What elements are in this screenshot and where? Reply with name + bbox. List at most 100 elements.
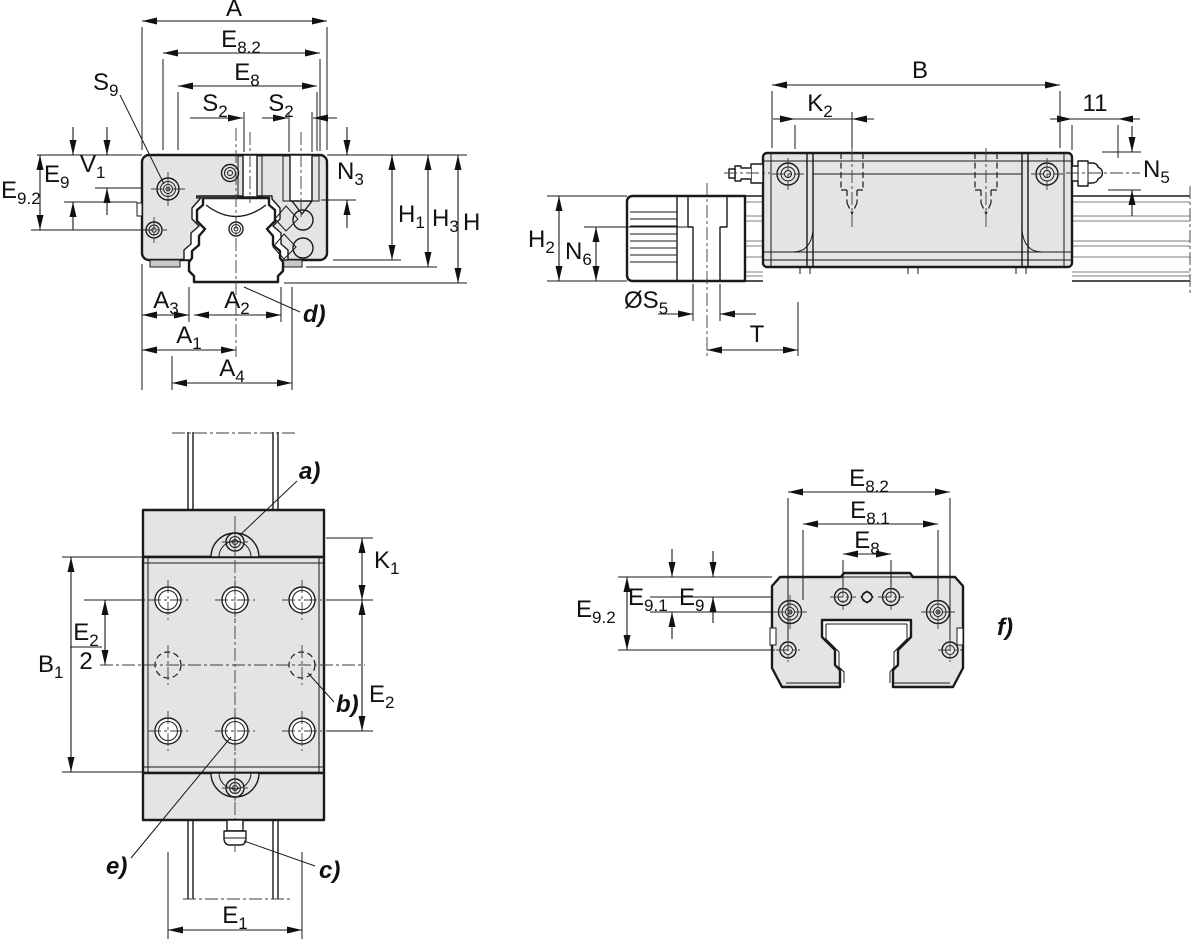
- dim-label-A3: A3: [153, 287, 178, 318]
- dim-E2-half: E2 2: [70, 599, 145, 675]
- dim-E8-end: E8: [842, 527, 892, 586]
- grease-nipple-right: [1066, 160, 1140, 187]
- callout-label-c: c): [319, 857, 340, 884]
- dim-E8.2-end: E8.2: [787, 465, 951, 640]
- dim-label-E8-end: E8: [854, 527, 879, 558]
- dim-label-B: B: [912, 57, 928, 84]
- dim-label-N3: N3: [337, 158, 364, 189]
- dim-E2: E2: [326, 600, 394, 732]
- dim-label-E2-half-denominator: 2: [79, 648, 92, 675]
- s9-screw-icon: [151, 172, 185, 206]
- callout-label-b: b): [336, 691, 359, 718]
- dim-label-H1: H1: [398, 201, 425, 232]
- grease-nipple-left: [724, 163, 770, 184]
- dim-N3: N3: [321, 127, 364, 228]
- dim-label-H3: H3: [432, 205, 459, 236]
- callout-label-a: a): [299, 458, 320, 485]
- dim-N6: N6: [565, 226, 688, 281]
- dim-A4: A4: [172, 355, 292, 387]
- dim-label-N6: N6: [565, 238, 592, 269]
- end-view: E8.2 E8.1 E8 E9 E9.1 E9.2 f): [576, 465, 1013, 689]
- callout-label-f: f): [997, 614, 1013, 641]
- side-notch-left: [769, 627, 777, 646]
- end-cap-screw-right: [1031, 158, 1063, 190]
- seal-strip-left: [149, 259, 181, 268]
- dim-label-H2: H2: [528, 226, 555, 257]
- dim-A2: A2: [194, 287, 281, 319]
- dim-E8: E8: [177, 59, 318, 151]
- dim-label-E2-half-numerator: E2: [73, 619, 98, 650]
- bottom-screw-left: [776, 638, 800, 662]
- front-block-body: [136, 128, 329, 302]
- hole-center-lines: [249, 132, 302, 218]
- callout-c: c): [243, 840, 340, 884]
- top-block-body: [100, 508, 365, 852]
- dim-label-H: H: [463, 209, 480, 236]
- bottom-screw-right: [938, 638, 962, 662]
- top-rail-below: [183, 820, 292, 900]
- dim-E9.2-end: E9.2: [576, 577, 631, 650]
- rail-cross-section: [625, 183, 747, 357]
- reference-edge-notch: [136, 202, 143, 217]
- dim-E9: E9: [44, 127, 137, 230]
- inner-screw-right: [878, 584, 904, 610]
- top-view: a) K1 E2 E2 2 B1 b) e: [38, 432, 399, 939]
- top-center-screw-icon: [220, 163, 240, 183]
- dim-label-A2: A2: [224, 287, 249, 318]
- dim-label-E8: E8: [234, 59, 259, 90]
- side-view: B K2 11 N5 H2 N: [528, 57, 1191, 357]
- callout-e: e): [106, 736, 232, 880]
- callout-S9: S9: [93, 69, 165, 185]
- dim-label-K2: K2: [807, 90, 832, 121]
- dim-label-E9.2-end: E9.2: [576, 596, 616, 627]
- dim-A: A: [141, 0, 328, 150]
- dim-label-B1: B1: [38, 651, 63, 682]
- callout-d: d): [243, 286, 326, 328]
- dim-K1: K1: [326, 537, 399, 601]
- dim-E9.2: E9.2: [1, 155, 149, 231]
- dim-S2-left: S2: [190, 90, 245, 152]
- outer-screw-left: [773, 595, 807, 629]
- dim-label-A4: A4: [219, 355, 244, 386]
- dim-E8.2: E8.2: [162, 26, 321, 151]
- lube-hole-dashed-right: [974, 148, 998, 230]
- lube-hole-dashed-left: [840, 148, 864, 230]
- bottom-extension-lines: [141, 264, 293, 390]
- dim-A3: A3: [142, 287, 189, 319]
- dim-label-N5: N5: [1143, 156, 1170, 187]
- dim-label-E1: E1: [222, 902, 247, 933]
- dim-E9.1-end: E9.1: [628, 549, 676, 639]
- callout-label-e: e): [106, 853, 127, 880]
- dim-S2-right: S2: [262, 90, 337, 152]
- dim-S5: ØS5: [624, 284, 756, 321]
- dim-label-E9.2: E9.2: [1, 177, 41, 208]
- dim-H1: H1: [333, 155, 425, 261]
- dim-E1: E1: [167, 852, 303, 939]
- dim-label-E9.1-end: E9.1: [628, 584, 668, 615]
- end-cap-body: [769, 571, 965, 689]
- grease-nipple-bottom: [223, 819, 247, 846]
- dim-label-E2: E2: [369, 681, 394, 712]
- ball-circles: [272, 205, 314, 260]
- dim-H2: H2: [528, 195, 627, 282]
- dim-label-11: 11: [1083, 90, 1108, 117]
- end-dimensions: E8.2 E8.1 E8 E9 E9.1 E9.2 f): [576, 465, 1013, 651]
- dim-label-S5: ØS5: [624, 287, 668, 318]
- callout-b: b): [307, 672, 359, 718]
- dim-label-S9: S9: [93, 69, 118, 100]
- dim-E9-end: E9: [679, 551, 717, 623]
- dim-K2: K2: [773, 90, 874, 149]
- mounting-holes-row3: [148, 711, 322, 751]
- dim-label-V1: V1: [80, 151, 105, 182]
- front-view: A E8.2 E8 S2 S2 S9: [1, 0, 480, 390]
- dim-label-E8.2-end: E8.2: [849, 465, 889, 496]
- callout-a: a): [239, 458, 320, 536]
- dim-label-E9: E9: [44, 161, 69, 192]
- front-dimensions: A E8.2 E8 S2 S2 S9: [1, 0, 480, 390]
- side-dimensions: B K2 11 N5 H2 N: [528, 57, 1170, 356]
- dim-label-S2-left: S2: [202, 90, 227, 121]
- dim-11: 11: [1050, 90, 1140, 158]
- dim-label-E8.2: E8.2: [221, 26, 261, 57]
